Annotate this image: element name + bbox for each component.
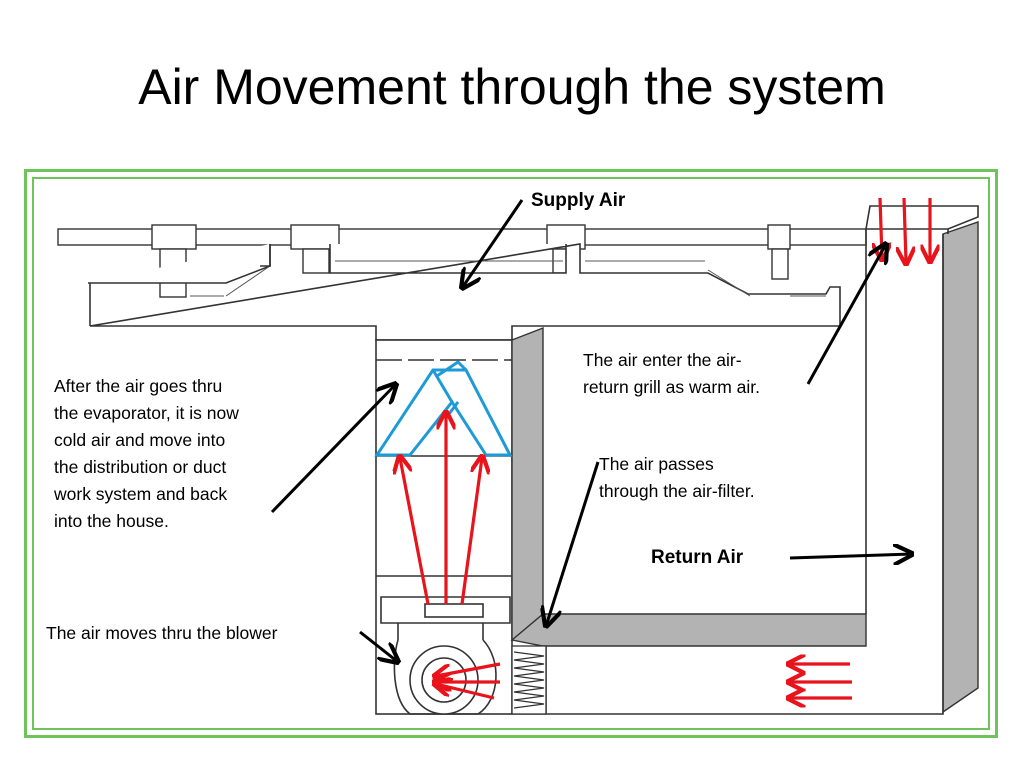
evaporator-note-line: work system and back <box>54 484 228 504</box>
evaporator-note-line: into the house. <box>54 511 169 531</box>
blower-note: The air moves thru the blower <box>46 623 278 643</box>
air-filter <box>511 645 547 715</box>
return-grill-note-line: return grill as warm air. <box>583 377 760 397</box>
filter-note: The air passes through the air-filter. <box>599 451 755 505</box>
diagram-frame-inner <box>32 177 990 730</box>
evaporator-note-line: cold air and move into <box>54 430 226 450</box>
evaporator-note-line: the distribution or duct <box>54 457 227 477</box>
slide-title: Air Movement through the system <box>138 59 886 115</box>
pointer-arrows <box>270 199 912 662</box>
return-grill-note: The air enter the air- return grill as w… <box>583 347 760 401</box>
supply-branch-pipe <box>57 224 867 298</box>
supply-trunk-duct <box>88 243 841 341</box>
return-air-label: Return Air <box>651 547 744 568</box>
diagram-frame-outer <box>24 169 998 738</box>
filter-note-line: The air passes <box>599 454 714 474</box>
duct-shading <box>510 221 979 714</box>
evaporator-note-line: the evaporator, it is now <box>54 403 239 423</box>
evaporator-note: After the air goes thru the evaporator, … <box>54 373 239 535</box>
filter-note-line: through the air-filter. <box>599 481 755 501</box>
airflow-arrows <box>400 197 930 698</box>
evaporator-note-line: After the air goes thru <box>54 376 223 396</box>
return-grill-note-line: The air enter the air- <box>583 350 742 370</box>
supply-air-label: Supply Air <box>531 190 626 211</box>
